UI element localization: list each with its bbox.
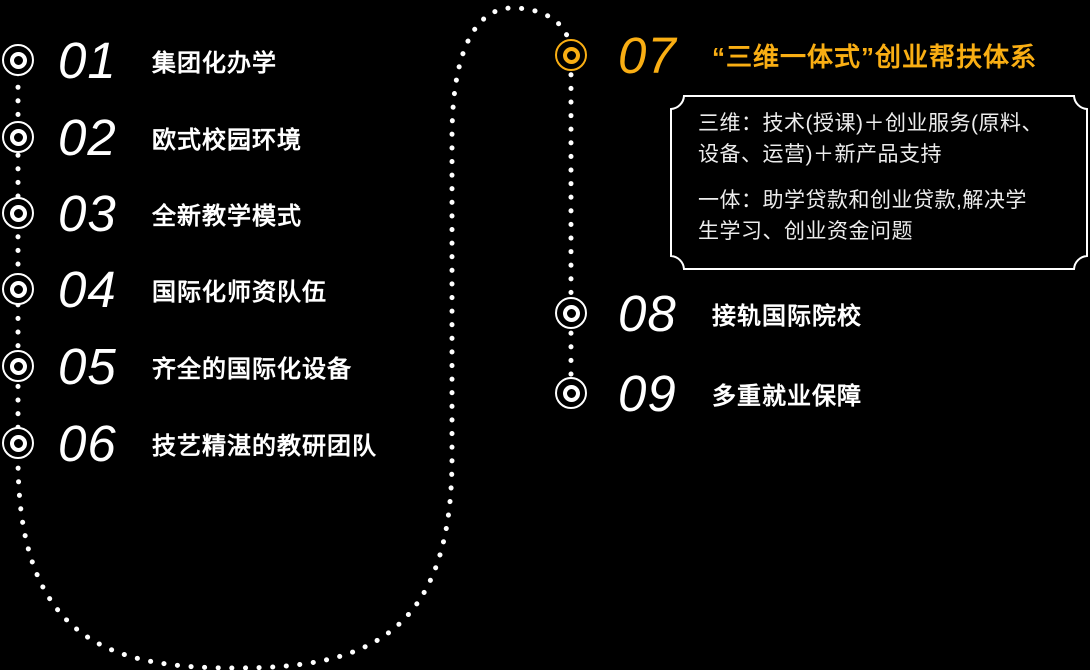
feature-item-05: 05 齐全的国际化设备 [58,335,352,397]
target-bullet-icon [2,350,34,382]
item-number: 09 [618,364,677,422]
feature-item-03: 03 全新教学模式 [58,182,302,244]
target-bullet-icon [2,427,34,459]
detail-line: 设备、运营)＋新产品支持 [698,143,942,166]
detail-box-border [670,95,1088,270]
item-number: 03 [58,184,117,242]
item-number: 08 [618,284,677,342]
target-bullet-icon [555,297,587,329]
item-label: 国际化师资队伍 [152,278,327,306]
feature-item-04: 04 国际化师资队伍 [58,258,327,320]
item-number: 05 [58,337,117,395]
feature-item-02: 02 欧式校园环境 [58,106,302,168]
item-label: “三维一体式”创业帮扶体系 [712,41,1038,72]
detail-box: 三维：技术(授课)＋创业服务(原料、 设备、运营)＋新产品支持 一体：助学贷款和… [670,95,1088,270]
bullet-inner-ring [562,46,580,64]
item-label: 多重就业保障 [712,382,862,410]
item-label: 齐全的国际化设备 [152,355,352,383]
item-number: 06 [58,414,117,472]
target-bullet-icon-accent [555,39,587,71]
target-bullet-icon [555,377,587,409]
item-number: 04 [58,260,117,318]
detail-line: 一体：助学贷款和创业贷款,解决学 [698,189,1027,212]
bullet-inner-ring [9,204,27,222]
item-label: 接轨国际院校 [712,302,862,330]
target-bullet-icon [2,121,34,153]
detail-paragraph-integration: 一体：助学贷款和创业贷款,解决学 生学习、创业资金问题 [698,185,1082,247]
detail-line: 生学习、创业资金问题 [698,220,913,243]
bullet-inner-ring [9,357,27,375]
item-label: 全新教学模式 [152,202,302,230]
feature-item-01: 01 集团化办学 [58,29,277,91]
item-number: 02 [58,108,117,166]
feature-item-09: 09 多重就业保障 [618,362,862,424]
feature-item-06: 06 技艺精湛的教研团队 [58,412,377,474]
target-bullet-icon [2,44,34,76]
detail-paragraph-dimensions: 三维：技术(授课)＋创业服务(原料、 设备、运营)＋新产品支持 [698,108,1082,170]
item-number: 07 [618,26,677,84]
bullet-inner-ring [562,304,580,322]
bullet-inner-ring [9,51,27,69]
bullet-inner-ring [9,128,27,146]
target-bullet-icon [2,273,34,305]
detail-line: 三维：技术(授课)＋创业服务(原料、 [698,112,1043,135]
feature-item-07-highlight: 07 “三维一体式”创业帮扶体系 [618,24,1037,86]
item-label: 欧式校园环境 [152,126,302,154]
item-label: 技艺精湛的教研团队 [152,432,377,460]
bullet-inner-ring [9,280,27,298]
item-label: 集团化办学 [152,49,277,77]
bullet-inner-ring [9,434,27,452]
item-number: 01 [58,31,117,89]
detail-box-content: 三维：技术(授课)＋创业服务(原料、 设备、运营)＋新产品支持 一体：助学贷款和… [698,108,1082,247]
target-bullet-icon [2,197,34,229]
bullet-inner-ring [562,384,580,402]
feature-item-08: 08 接轨国际院校 [618,282,862,344]
